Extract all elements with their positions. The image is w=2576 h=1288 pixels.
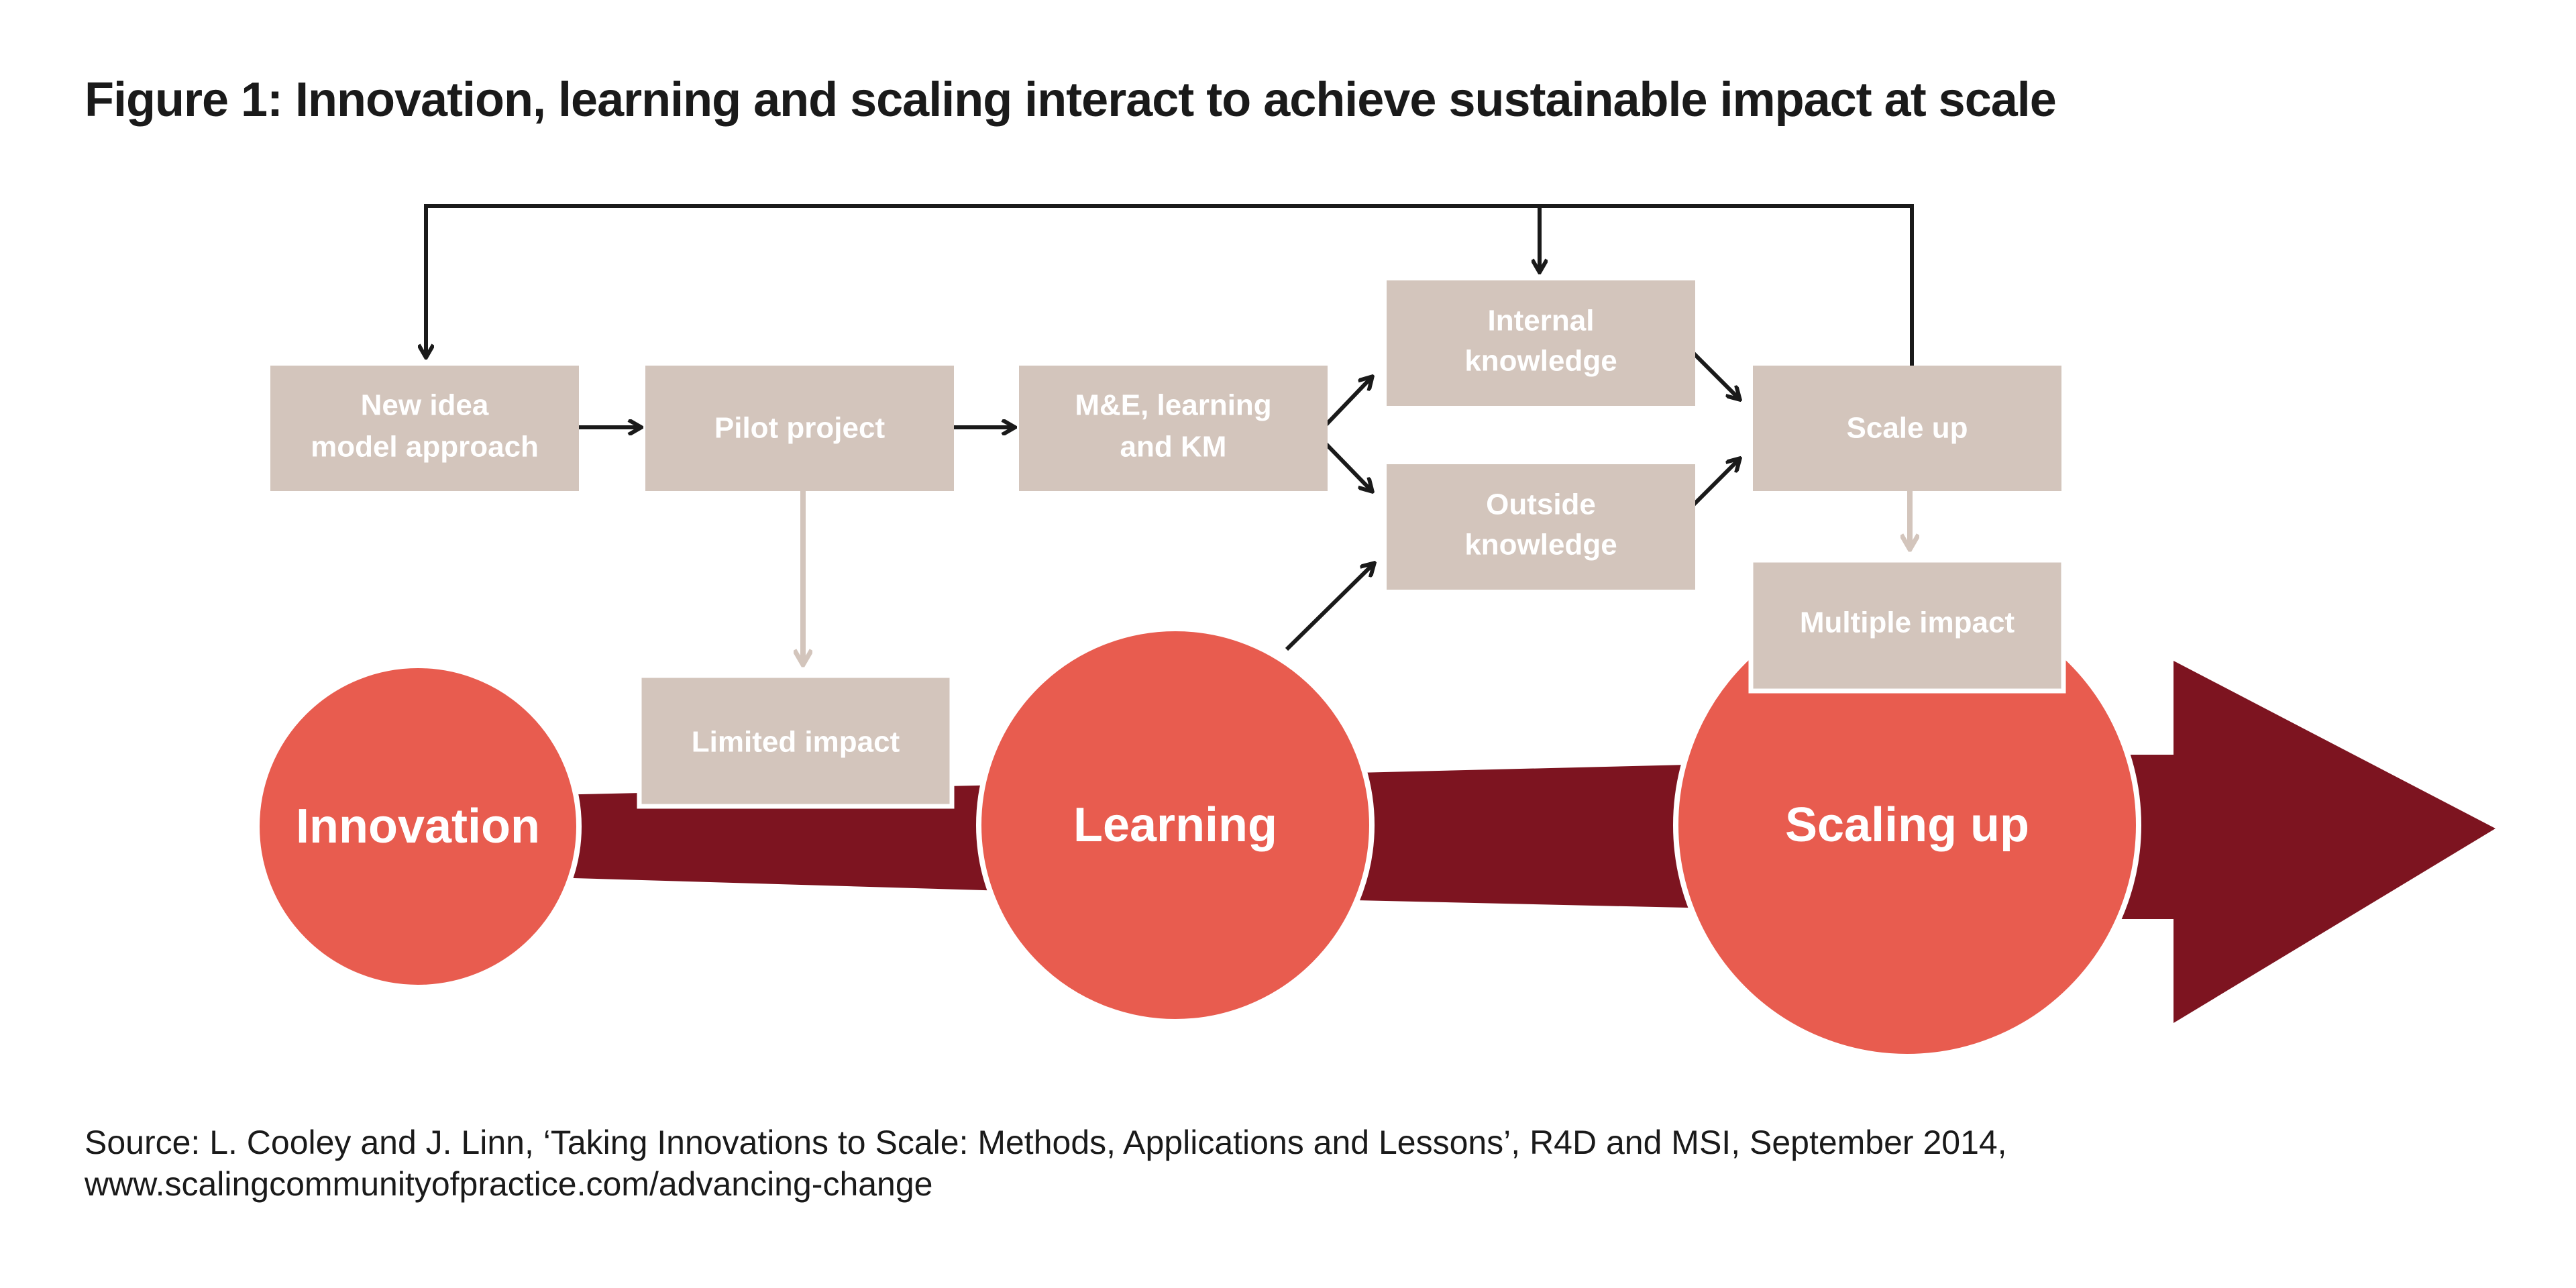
progress-band bbox=[550, 661, 2496, 1023]
arrow-me-to-internal bbox=[1323, 377, 1372, 428]
box-me-line1: M&E, learning bbox=[1075, 389, 1271, 422]
box-outside-knowledge: Outside knowledge bbox=[1387, 464, 1695, 590]
box-scale-up: Scale up bbox=[1753, 366, 2061, 491]
figure-title: Figure 1: Innovation, learning and scali… bbox=[85, 73, 2057, 127]
innovation-label: Innovation bbox=[296, 800, 540, 853]
source-line-1: Source: L. Cooley and J. Linn, ‘Taking I… bbox=[85, 1124, 2007, 1161]
band-segment-1 bbox=[550, 785, 1006, 891]
learning-circle: Learning bbox=[976, 626, 1375, 1024]
box-new-idea: New idea model approach bbox=[270, 366, 579, 491]
box-me-line2: and KM bbox=[1120, 431, 1227, 464]
box-pilot-project: Pilot project bbox=[645, 366, 954, 491]
source-link[interactable]: www.scalingcommunityofpractice.com/advan… bbox=[85, 1165, 933, 1203]
box-internal-line1: Internal bbox=[1488, 305, 1595, 337]
innovation-circle: Innovation bbox=[254, 663, 582, 990]
box-internal-line2: knowledge bbox=[1464, 345, 1617, 378]
box-internal-knowledge: Internal knowledge bbox=[1387, 280, 1695, 406]
band-segment-2 bbox=[1355, 763, 1744, 909]
box-outside-line2: knowledge bbox=[1464, 529, 1617, 561]
arrow-internal-to-scale bbox=[1692, 352, 1739, 399]
band-arrow-head bbox=[2120, 661, 2496, 1023]
box-new-idea-line2: model approach bbox=[311, 431, 539, 464]
feedback-loop-connector bbox=[426, 204, 1914, 366]
box-scale-up-line1: Scale up bbox=[1847, 412, 1968, 445]
arrow-outside-to-scale bbox=[1692, 459, 1739, 506]
box-limited-line1: Limited impact bbox=[692, 726, 900, 759]
box-pilot-line1: Pilot project bbox=[714, 412, 885, 445]
box-multiple-line1: Multiple impact bbox=[1800, 606, 2015, 639]
box-me-learning: M&E, learning and KM bbox=[1019, 366, 1328, 491]
box-new-idea-line1: New idea bbox=[361, 389, 489, 422]
scaling-circle: Scaling up bbox=[1673, 591, 2141, 1059]
scaling-label: Scaling up bbox=[1785, 798, 2029, 852]
source-note: Source: L. Cooley and J. Linn, ‘Taking I… bbox=[85, 1122, 2007, 1205]
box-multiple-impact: Multiple impact bbox=[1748, 557, 2066, 694]
box-limited-impact: Limited impact bbox=[637, 673, 955, 809]
learning-label: Learning bbox=[1073, 798, 1277, 852]
arrow-learning-to-outside bbox=[1285, 564, 1374, 651]
arrow-me-to-outside bbox=[1323, 441, 1372, 491]
box-outside-line1: Outside bbox=[1486, 488, 1596, 521]
